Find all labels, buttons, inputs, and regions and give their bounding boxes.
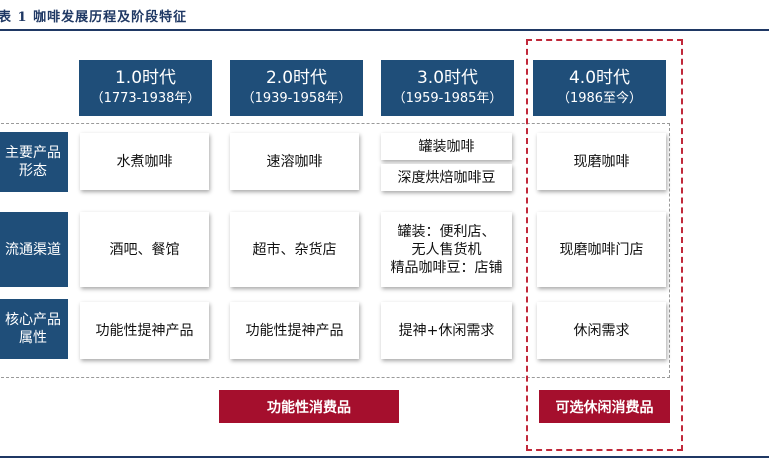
era-name: 1.0时代 (114, 68, 177, 88)
era-years: （1959-1985年） (392, 91, 503, 106)
era-years: （1939-1958年） (241, 91, 352, 106)
cell-channel-era1: 酒吧、餐馆 (80, 212, 209, 287)
table-title: 表 1 咖啡发展历程及阶段特征 (0, 10, 188, 25)
cell-attribute-era2: 功能性提神产品 (230, 302, 359, 359)
row-header-line: 核心产品 (5, 312, 61, 328)
cell-attribute-era1: 功能性提神产品 (80, 302, 209, 359)
row-header-line: 流通渠道 (5, 241, 61, 258)
cell-attribute-era3: 提神+休闲需求 (381, 302, 512, 359)
cell-product-era3-b: 深度烘焙咖啡豆 (381, 164, 512, 191)
cell-attribute-era4: 休闲需求 (537, 302, 666, 359)
cell-channel-era3: 罐装：便利店、 无人售货机 精品咖啡豆：店铺 (381, 212, 512, 287)
table-dashed-frame (0, 123, 670, 378)
bottom-rule (0, 456, 769, 458)
era-header-4: 4.0时代 （1986至今） (533, 60, 666, 116)
row-header-line: 形态 (19, 163, 47, 179)
row-header-line: 属性 (19, 330, 47, 346)
era-header-1: 1.0时代 （1773-1938年） (79, 60, 212, 116)
tag-functional-consumer-goods: 功能性消费品 (219, 390, 399, 423)
era-years: （1986至今） (556, 91, 643, 106)
cell-channel-era4: 现磨咖啡门店 (537, 212, 666, 287)
cell-channel-era3-line2: 无人售货机 (411, 241, 482, 258)
era4-highlight-frame (526, 39, 683, 451)
row-header-product: 主要产品 形态 (0, 132, 68, 192)
era-header-2: 2.0时代 （1939-1958年） (230, 60, 363, 116)
row-header-channel: 流通渠道 (0, 212, 68, 287)
cell-channel-era2: 超市、杂货店 (230, 212, 359, 287)
era-name: 2.0时代 (265, 68, 328, 88)
tag-optional-leisure-goods: 可选休闲消费品 (539, 390, 670, 423)
row-header-line: 主要产品 (5, 145, 61, 161)
title-rule (0, 29, 769, 31)
cell-product-era2: 速溶咖啡 (230, 133, 359, 190)
era-years: （1773-1938年） (90, 91, 201, 106)
cell-channel-era3-line3: 精品咖啡豆：店铺 (390, 259, 503, 276)
cell-product-era1: 水煮咖啡 (80, 133, 209, 190)
era-name: 3.0时代 (416, 68, 479, 88)
era-name: 4.0时代 (568, 68, 631, 88)
cell-product-era3-a: 罐装咖啡 (381, 133, 512, 160)
row-header-attribute: 核心产品 属性 (0, 299, 68, 359)
cell-product-era4: 现磨咖啡 (537, 133, 666, 190)
cell-channel-era3-line1: 罐装：便利店、 (397, 223, 496, 240)
era-header-3: 3.0时代 （1959-1985年） (381, 60, 514, 116)
